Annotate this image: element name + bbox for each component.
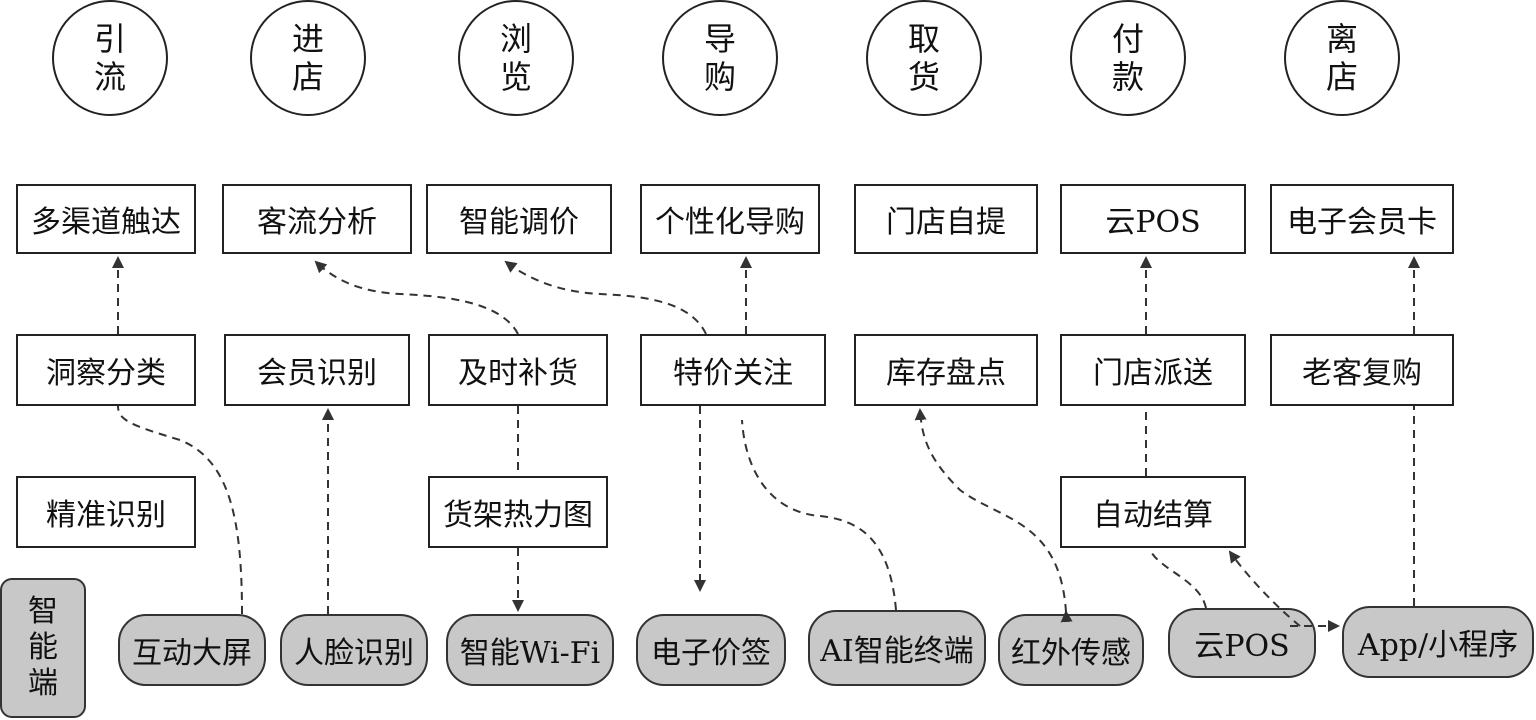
- stage-circle-liulan: 浏 览: [458, 0, 574, 116]
- device-cloud-pos: 云POS: [1168, 608, 1316, 678]
- device-infrared-sensor: 红外传感: [998, 614, 1144, 686]
- stage-label: 导: [703, 20, 736, 58]
- link-app-to-checkout: [1228, 550, 1301, 627]
- stage-label: 款: [1111, 58, 1144, 96]
- link-cloudpos-to-checkout: [1149, 549, 1207, 609]
- stage-label: 购: [703, 58, 736, 96]
- link-restock-to-traffic: [314, 260, 519, 335]
- side-label-char: 智: [28, 594, 58, 629]
- stage-circle-quhuo: 取 货: [866, 0, 982, 116]
- stage-circle-jindian: 进 店: [250, 0, 366, 116]
- stage-circle-yinliu: 引 流: [52, 0, 168, 116]
- box-inventory-check: 库存盘点: [854, 334, 1038, 406]
- stage-label: 货: [907, 58, 940, 96]
- box-timely-restock: 及时补货: [428, 334, 608, 406]
- link-screen-to-insight: [117, 405, 243, 615]
- stage-label: 取: [907, 20, 940, 58]
- box-cloud-pos: 云POS: [1060, 184, 1246, 254]
- box-member-recognition: 会员识别: [224, 334, 410, 406]
- box-traffic-analysis: 客流分析: [222, 184, 412, 254]
- box-insight-classify: 洞察分类: [16, 334, 196, 406]
- link-inventory-to-infrared: [914, 408, 1073, 623]
- device-interactive-screen: 互动大屏: [118, 614, 266, 686]
- device-app-miniprogram: App/小程序: [1342, 606, 1534, 678]
- device-smart-wifi: 智能Wi-Fi: [446, 614, 614, 686]
- side-label-char: 能: [28, 630, 58, 665]
- box-store-delivery: 门店派送: [1060, 334, 1246, 406]
- box-multi-channel-reach: 多渠道触达: [16, 184, 196, 254]
- stage-label: 浏: [499, 20, 532, 58]
- box-special-offer: 特价关注: [640, 334, 826, 406]
- stage-circle-fukuan: 付 款: [1070, 0, 1186, 116]
- device-ai-terminal: AI智能终端: [808, 610, 986, 686]
- device-face-recognition: 人脸识别: [280, 614, 428, 686]
- stage-label: 览: [499, 58, 532, 96]
- stage-label: 付: [1111, 20, 1144, 58]
- stage-label: 流: [93, 58, 126, 96]
- smart-terminal-label: 智 能 端: [0, 578, 86, 718]
- link-special-to-pricing: [504, 260, 707, 335]
- box-shelf-heatmap: 货架热力图: [428, 476, 608, 548]
- stage-label: 店: [291, 58, 324, 96]
- stage-label: 进: [291, 20, 324, 58]
- box-repeat-purchase: 老客复购: [1270, 334, 1454, 406]
- stage-label: 店: [1325, 58, 1358, 96]
- box-personalized-guide: 个性化导购: [640, 184, 820, 254]
- stage-label: 引: [93, 20, 126, 58]
- box-store-pickup: 门店自提: [854, 184, 1038, 254]
- side-label-char: 端: [28, 666, 58, 701]
- box-auto-checkout: 自动结算: [1060, 476, 1246, 548]
- link-ai-to-special: [741, 419, 897, 611]
- device-e-price-tag: 电子价签: [636, 614, 786, 686]
- stage-circle-daogou: 导 购: [662, 0, 778, 116]
- stage-label: 离: [1325, 20, 1358, 58]
- box-precise-recognition: 精准识别: [16, 476, 196, 548]
- stage-circle-lidian: 离 店: [1284, 0, 1400, 116]
- box-smart-pricing: 智能调价: [426, 184, 612, 254]
- box-e-membership-card: 电子会员卡: [1270, 184, 1454, 254]
